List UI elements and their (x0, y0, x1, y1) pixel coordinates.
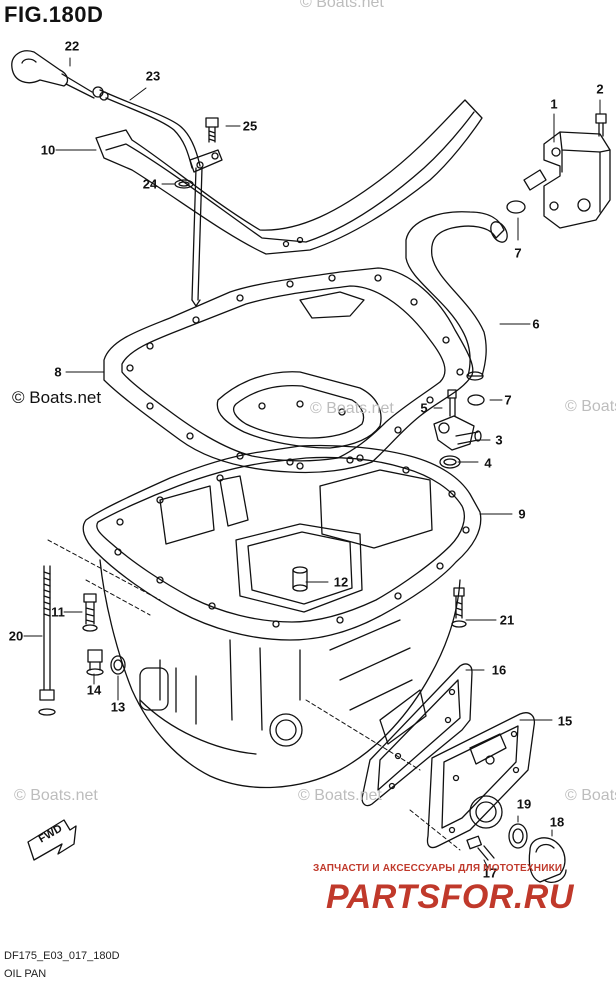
pipe-fitting (433, 415, 482, 451)
tube-bracket (189, 149, 223, 173)
callout-5: 5 (420, 400, 428, 416)
drain-bolt-14 (86, 649, 104, 676)
dipstick (11, 50, 109, 101)
oil-pan-cover (426, 712, 536, 849)
figure-subtitle: OIL PAN (4, 968, 47, 980)
watermark-partsfor-logo: PARTSFOR.RU (326, 878, 574, 916)
callout-12: 12 (333, 574, 349, 590)
drain-plug-18 (528, 837, 567, 884)
callout-17: 17 (482, 865, 498, 881)
callout-16: 16 (491, 662, 507, 678)
washer-13 (110, 655, 126, 675)
callout-11: 11 (51, 604, 65, 620)
callout-25: 25 (242, 118, 258, 134)
watermark-boats-right-low: © Boats.net (565, 787, 616, 804)
callout-24: 24 (142, 176, 158, 192)
forward-arrow-badge (27, 819, 77, 861)
oil-pan-gasket (103, 267, 474, 474)
cover-gasket (361, 663, 473, 807)
dowel-pin-12 (292, 566, 308, 592)
callout-21: 21 (499, 612, 515, 628)
callout-20: 20 (8, 628, 24, 644)
o-ring-4 (439, 455, 461, 469)
bolt-17 (466, 835, 495, 861)
figure-code: DF175_E03_017_180D (4, 950, 120, 962)
o-ring-7-upper (506, 200, 526, 214)
callout-15: 15 (557, 713, 573, 729)
callout-1: 1 (550, 96, 558, 112)
oil-hose (405, 211, 508, 381)
callout-7-lower: 7 (504, 392, 512, 408)
callout-19: 19 (516, 796, 532, 812)
watermark-boats-right: © Boats.net (565, 398, 616, 415)
callout-13: 13 (110, 699, 126, 715)
callout-9: 9 (518, 506, 526, 522)
callout-10: 10 (40, 142, 56, 158)
watermark-boats-left-low: © Boats.net (14, 787, 98, 804)
callout-18: 18 (549, 814, 565, 830)
callout-7-upper: 7 (514, 245, 522, 261)
dipstick-guide-tube (99, 89, 203, 307)
oil-pan (82, 444, 482, 789)
callout-4: 4 (484, 455, 492, 471)
bolt-25 (205, 117, 219, 143)
watermark-boats-center-low: © Boats.net (298, 787, 382, 804)
bolt-5 (447, 389, 457, 417)
watermark-boats-top: © Boats.net (300, 0, 384, 11)
callout-22: 22 (64, 38, 80, 54)
bolt-21 (451, 587, 467, 628)
callout-3: 3 (495, 432, 503, 448)
figure-title: FIG.180D (4, 2, 104, 27)
callout-14: 14 (86, 682, 102, 698)
callout-8: 8 (54, 364, 62, 380)
watermark-partsfor-tagline: ЗАПЧАСТИ И АКСЕССУАРЫ ДЛЯ МОТОТЕХНИКИ (313, 863, 563, 874)
hose-bracket (523, 131, 611, 229)
callout-23: 23 (145, 68, 161, 84)
watermark-boats-left: © Boats.net (12, 388, 102, 407)
bolt-2 (595, 113, 607, 137)
callout-2: 2 (596, 81, 604, 97)
washer-19 (508, 823, 528, 849)
baffle-plate (95, 99, 483, 255)
o-ring-7-lower (467, 394, 485, 406)
bolt-11 (82, 593, 98, 632)
callout-6: 6 (532, 316, 540, 332)
watermark-boats-mid: © Boats.net (310, 400, 394, 417)
leader-lines (23, 57, 601, 869)
long-bolt-20 (38, 565, 56, 716)
